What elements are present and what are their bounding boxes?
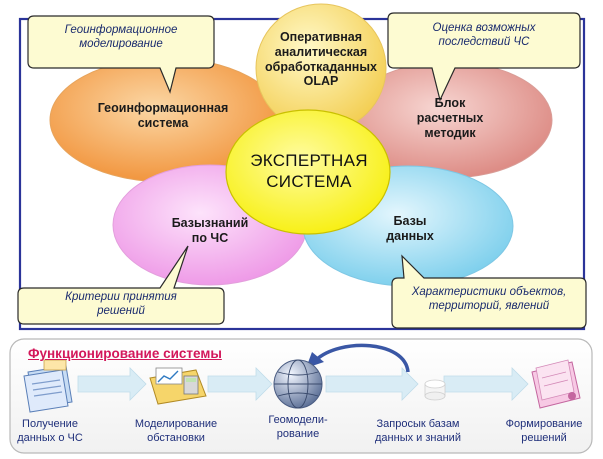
- callout-criteria: [17, 245, 225, 325]
- callout-geo-modeling: [27, 15, 215, 94]
- step-decide-label: Формирование решений: [505, 418, 583, 444]
- petal-calc-label: Блок расчетных методик: [416, 96, 484, 140]
- database-icon: [424, 379, 446, 401]
- callout-consequences: [387, 12, 581, 102]
- callout-characteristics: [391, 254, 587, 329]
- callout-criteria-text: Критерии принятия решений: [65, 291, 177, 318]
- calculator-chart-icon: [149, 367, 207, 405]
- callout-geo-modeling-text: Геоинформационное моделирование: [64, 24, 178, 51]
- step-geo-label: Геомодели- рование: [268, 414, 328, 440]
- document-stack-icon: [23, 359, 73, 413]
- callout-characteristics-text: Характеристики объектов, территорий, явл…: [411, 286, 567, 313]
- center-label: ЭКСПЕРТНАЯ СИСТЕМА: [250, 151, 368, 192]
- process-title: Функционирование системы: [28, 346, 222, 361]
- petal-olap-label: Оперативная аналитическая обработкаданны…: [265, 30, 377, 89]
- petal-kb-label: Базызнаний по ЧС: [171, 216, 249, 245]
- petal-db-label: Базы данных: [386, 214, 434, 243]
- step-query-label: Запросык базам данных и знаний: [375, 418, 461, 444]
- center-circle: [225, 109, 391, 235]
- step-receive-label: Получение данных о ЧС: [17, 418, 83, 444]
- step-model-label: Моделирование обстановки: [134, 418, 218, 444]
- flow-arrows: [77, 367, 529, 401]
- notebook-icon: [531, 359, 581, 409]
- petal-gis-label: Геоинформационная система: [97, 101, 229, 130]
- globe-icon: [273, 359, 323, 409]
- callout-consequences-text: Оценка возможных последствий ЧС: [432, 22, 536, 49]
